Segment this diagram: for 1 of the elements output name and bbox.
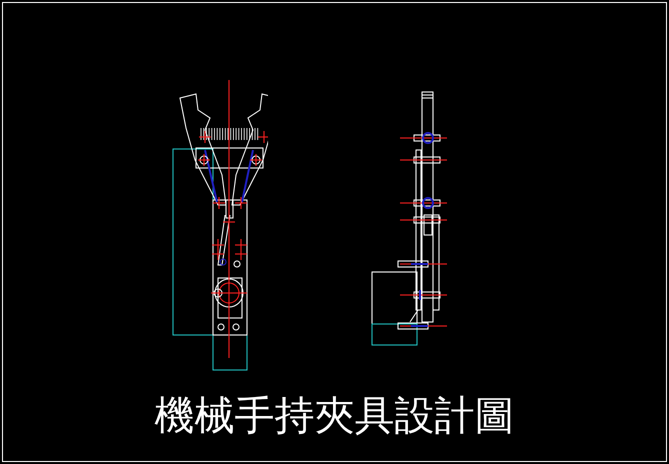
drawing-title: 機械手持夾具設計圖 — [154, 392, 516, 441]
